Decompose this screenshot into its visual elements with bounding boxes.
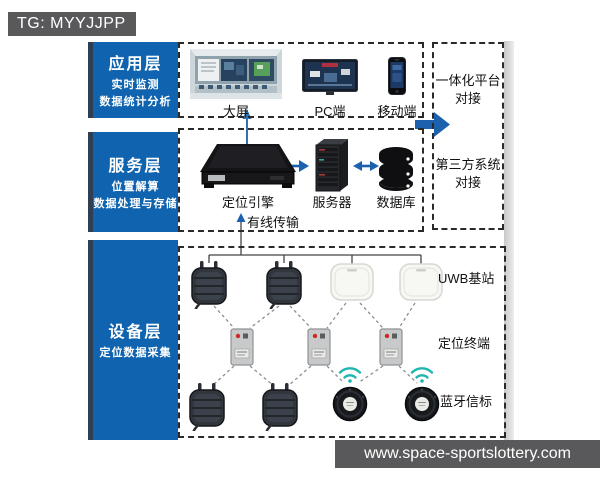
database-label: 数据库 [376,195,416,210]
page-edge-shadow [504,41,514,440]
pc-image [302,59,358,95]
database-icon [379,147,413,191]
service-layer-sub2: 数据处理与存储 [93,197,178,210]
pc-label: PC端 [314,104,346,119]
server-icon [315,139,348,192]
bluetooth-beacon-icon [400,366,444,422]
big-screen-image [190,49,282,99]
positioning-engine-icon [200,144,296,188]
application-layer-frame [178,42,424,118]
uwb-anchor-icon [186,383,228,431]
positioning-engine-label: 定位引擎 [221,195,274,210]
uwb-anchor-icon [259,383,301,431]
sidebar-application-layer: 应用层 实时监测 数据统计分析 [88,42,178,118]
service-layer-frame [178,128,424,232]
positioning-terminal-icon [379,328,403,366]
device-layer-sub1: 定位数据采集 [99,347,172,360]
uwb-anchor-icon [188,261,230,309]
uwb-station-label: UWB基站 [438,271,495,286]
positioning-terminal-icon [307,328,331,366]
positioning-terminal-icon [230,328,254,366]
integration-arrow [415,112,450,137]
uwb-ap-icon [329,262,375,302]
watermark-tag: TG: MYYJJPP [8,12,136,36]
service-layer-title: 服务层 [108,158,163,175]
device-layer-title: 设备层 [108,324,163,342]
sidebar-device-layer: 设备层 定位数据采集 [88,240,178,440]
mobile-label: 移动端 [377,104,417,119]
bluetooth-beacon-icon [328,366,372,422]
service-layer-sub1: 位置解算 [111,181,160,193]
uwb-anchor-icon [263,261,305,309]
wired-transmission-label: 有线传输 [247,215,300,230]
server-label: 服务器 [312,195,352,210]
application-layer-sub2: 数据统计分析 [99,95,172,108]
big-screen-label: 大屏 [222,104,249,119]
integration-thirdparty-label: 第三方系统 对接 [435,157,501,191]
application-layer-sub1: 实时监测 [111,79,160,91]
bluetooth-beacon-label: 蓝牙信标 [440,394,493,409]
positioning-terminal-label: 定位终端 [438,336,491,351]
sidebar-service-layer: 服务层 位置解算 数据处理与存储 [88,132,178,232]
application-layer-title: 应用层 [108,56,163,73]
integration-frame: 一体化平台 对接 第三方系统 对接 [432,42,504,230]
device-layer-frame [178,246,506,438]
integration-platform-label: 一体化平台 对接 [435,73,501,107]
watermark-site: www.space-sportslottery.com [335,440,600,468]
mobile-image [388,57,406,95]
